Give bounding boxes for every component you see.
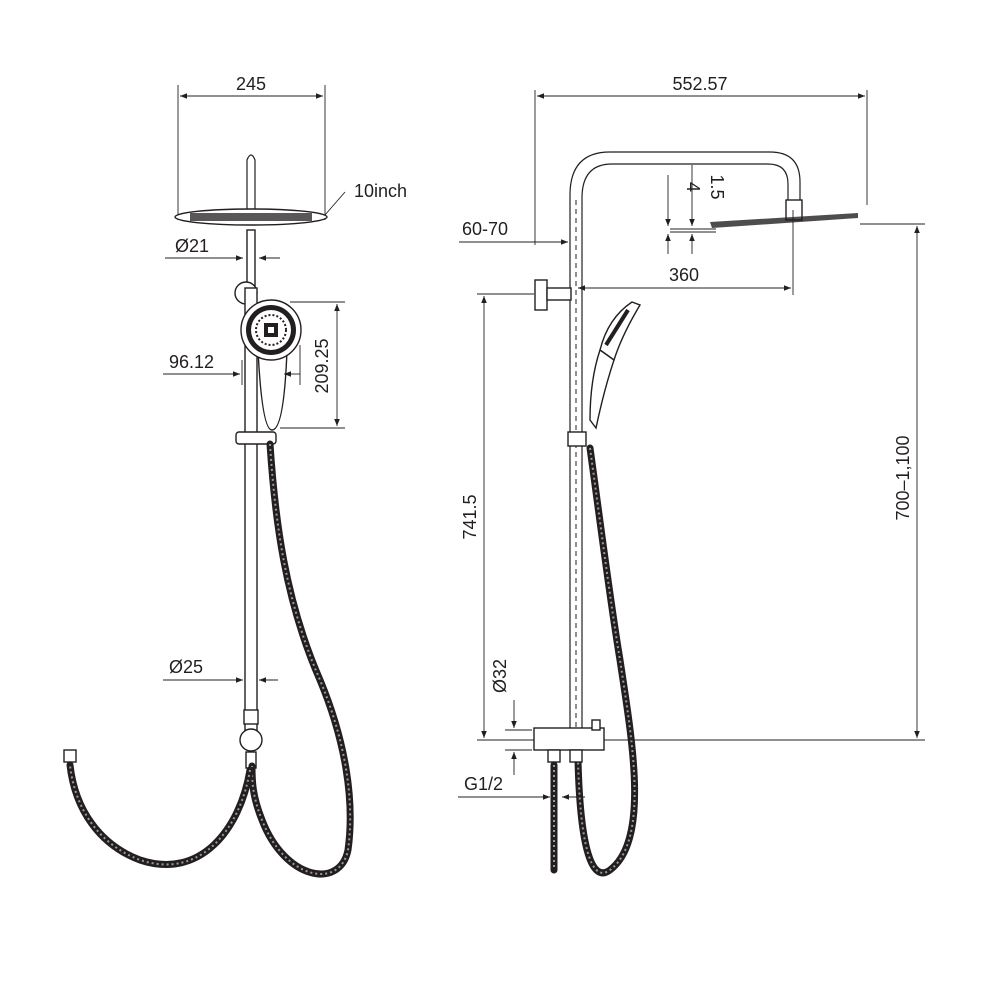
dimension-overall-width: 552.57 [534,74,868,245]
head-size-label: 10inch [354,181,407,201]
side-view: 552.57 4 1.5 60-70 [458,74,925,877]
dimension-height-range: 700–1,100 [604,223,925,741]
slider-bracket-side [567,431,587,447]
dimension-arm-reach: 360 [578,210,794,295]
dimension-bracket-height: 741.5 [460,293,560,741]
rain-shower-head: 10inch [174,181,407,226]
arm-reach-label: 360 [669,265,699,285]
dimension-thread: G1/2 [458,774,585,800]
dimension-rail-diameter: Ø25 [163,657,278,683]
handshower-side [589,301,642,430]
shower-arm [246,154,256,212]
front-view: 245 10inch Ø21 [63,74,407,878]
mixer-body-side [533,719,605,763]
flexible-hose [248,440,354,878]
bracket-height-label: 741.5 [460,494,480,539]
handset-width-label: 96.12 [169,352,214,372]
supply-hose [66,761,254,868]
riser-inner [581,163,789,730]
handset-height-label: 209.25 [312,338,332,393]
handshower [240,299,302,431]
rail-diameter-label: Ø25 [169,657,203,677]
inlet-diameter-label: Ø32 [490,659,510,693]
diverter-side [534,279,572,311]
overall-width-label: 552.57 [672,74,727,94]
dimension-wall-offset: 60-70 [459,219,568,245]
head-edge-label: 4 [683,182,703,192]
slider-bracket [235,431,277,445]
head-thickness-label: 1.5 [707,174,727,199]
dimension-inlet-diameter: Ø32 [490,659,532,775]
arm-diameter-label: Ø21 [175,236,209,256]
riser-outer [569,151,801,730]
dimension-handset-width: 96.12 [163,345,301,385]
hose-nut [63,749,77,763]
rain-head-side [670,199,858,233]
dimension-width-245: 245 [177,74,326,220]
dimension-handset-height: 209.25 [280,301,345,429]
wall-offset-label: 60-70 [462,219,508,239]
thread-label: G1/2 [464,774,503,794]
mixer-body [239,709,263,769]
dimension-head-thickness: 4 1.5 [665,165,727,254]
dimension-arm-diameter: Ø21 [165,236,280,261]
flexible-hose-side [574,444,639,877]
width-label: 245 [236,74,266,94]
height-range-label: 700–1,100 [893,435,913,520]
